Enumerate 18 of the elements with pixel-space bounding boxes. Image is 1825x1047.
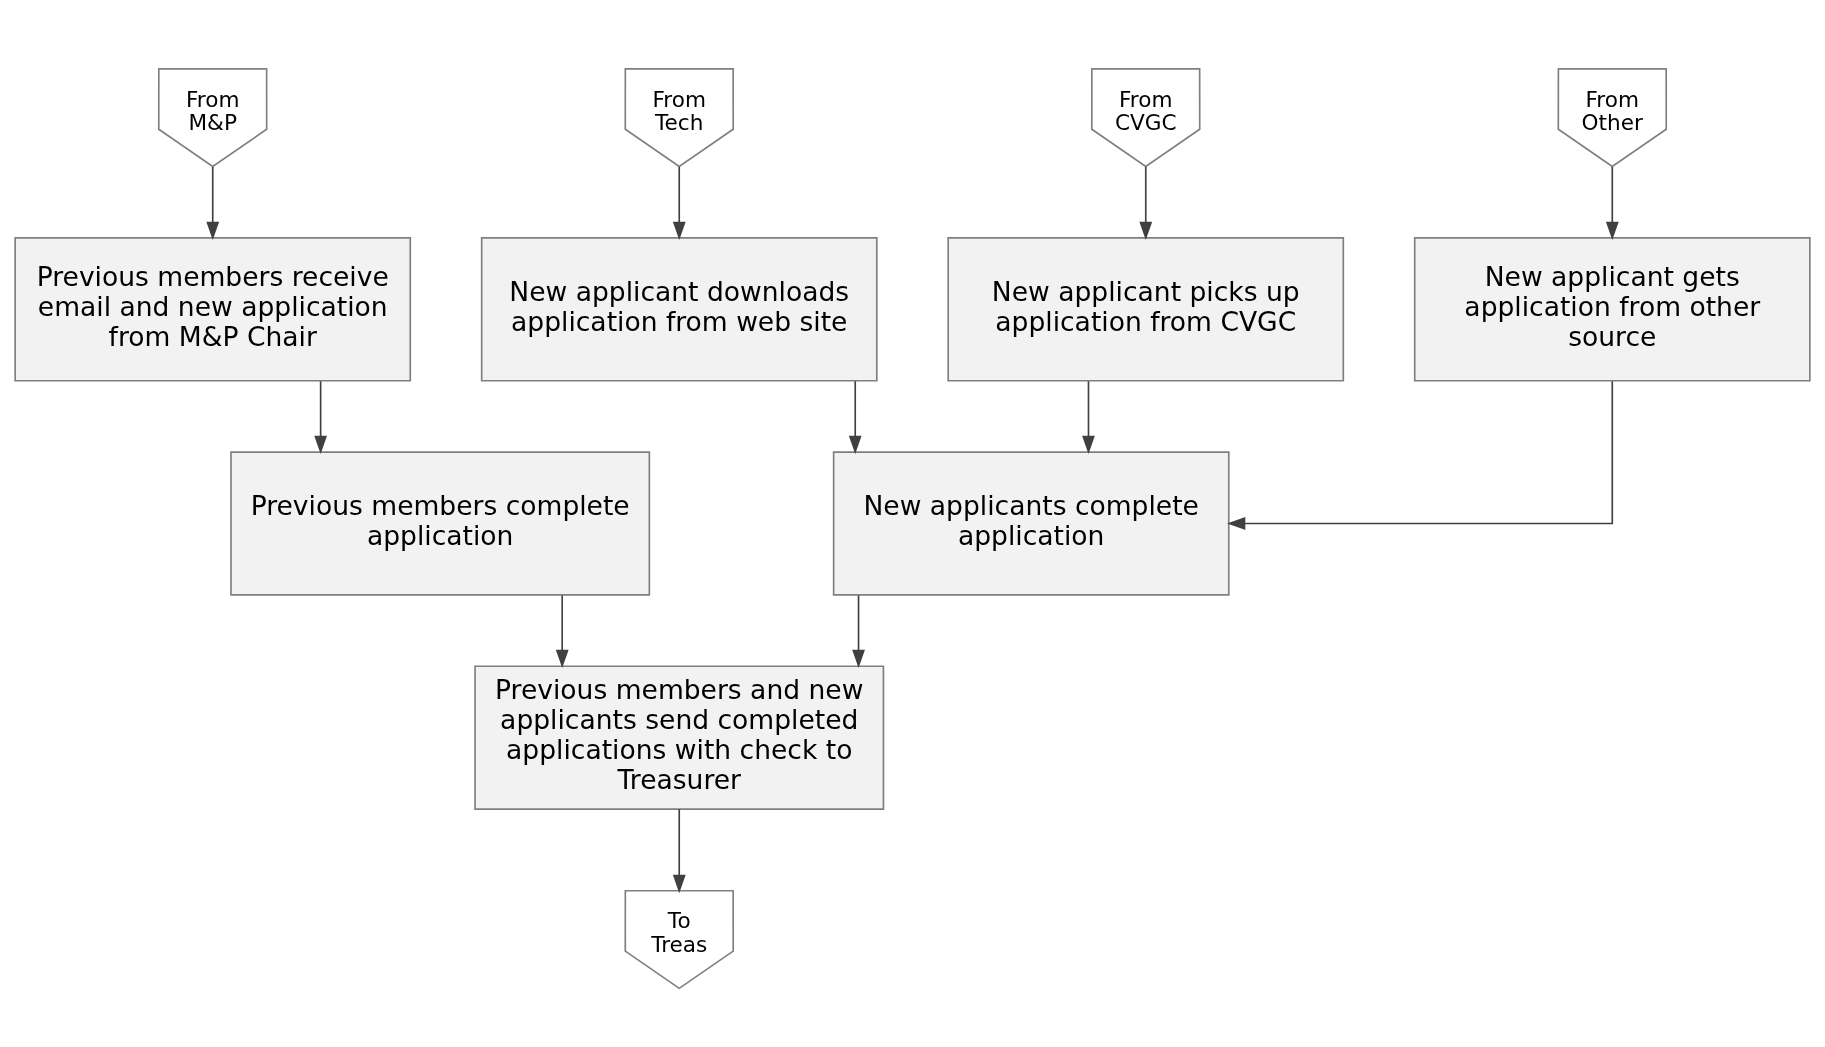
arrow xyxy=(1082,380,1095,454)
node-box: Previous members complete application xyxy=(230,451,651,596)
arrow xyxy=(206,166,220,241)
arrow xyxy=(672,808,686,894)
node-box: New applicant gets application from other source xyxy=(1413,237,1811,382)
arrow xyxy=(1227,380,1614,530)
arrow xyxy=(314,380,328,454)
node-box: Previous members and new applicants send completed applications with check to Treasurer xyxy=(474,665,885,810)
node-box: Previous members receive email and new application from M&P Chair xyxy=(14,237,412,382)
arrow xyxy=(555,594,569,669)
arrow xyxy=(672,166,686,241)
arrow xyxy=(852,594,865,669)
arrow xyxy=(1605,166,1619,241)
node-box: New applicant picks up application from CVGC xyxy=(947,237,1345,382)
node-box: New applicants complete application xyxy=(832,451,1230,596)
node-box: New applicant downloads application from web site xyxy=(480,237,878,382)
arrow xyxy=(1139,166,1153,241)
arrow xyxy=(848,380,862,454)
